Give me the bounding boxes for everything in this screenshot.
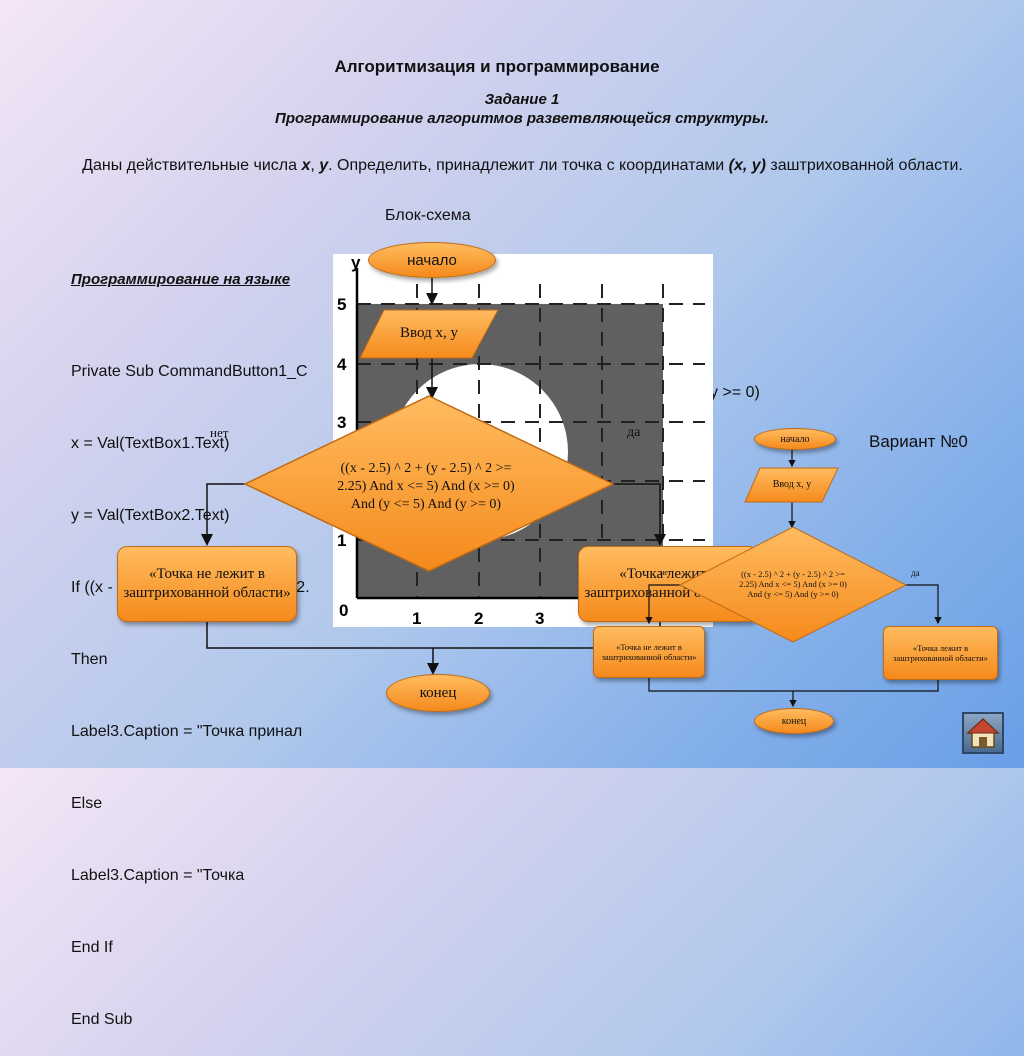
x-tick-label: 3	[535, 609, 544, 627]
code-line: Else	[71, 795, 103, 812]
mini-flow-connectors	[645, 448, 942, 708]
x-tick-label: 2	[474, 609, 483, 627]
code-line: Private Sub CommandButton1_C	[71, 363, 308, 380]
mini-yes-label: да	[911, 568, 920, 578]
cond-coords: (x, y)	[728, 157, 766, 174]
y-tick-label: 3	[337, 413, 346, 432]
yes-label: да	[627, 425, 641, 440]
condition-text: ((x - 2.5) ^ 2 + (y - 2.5) ^ 2 >= 2.25) …	[337, 461, 515, 512]
variant-label: Вариант №0	[869, 432, 968, 451]
code-line: Label3.Caption = "Точка	[71, 867, 245, 884]
task-number: Задание 1	[484, 91, 560, 108]
x-tick-label: 1	[412, 609, 421, 627]
code-line: End Sub	[71, 1011, 133, 1028]
code-line: Then	[71, 651, 108, 668]
vb-heading: Программирование на языке	[71, 271, 291, 288]
mini-result-in-area: «Точка лежит в заштрихованной области»	[883, 626, 998, 680]
mini-start-terminal: начало	[754, 428, 836, 450]
no-label: нет	[210, 425, 229, 440]
mini-no-label: нет	[660, 568, 672, 577]
mini-end-label: конец	[781, 715, 807, 727]
slide-title: Алгоритмизация и программирование	[334, 57, 660, 76]
end-terminal: конец	[386, 674, 490, 712]
mini-start-label: начало	[780, 433, 810, 445]
mini-result-not-in-area: «Точка не лежит в заштрихованной области…	[593, 626, 705, 678]
cond-y: y	[319, 157, 329, 174]
start-terminal: начало	[368, 242, 496, 278]
result-not-in-area: «Точка не лежит в заштрихованной области…	[117, 546, 297, 622]
mini-condition-diamond	[678, 526, 908, 643]
cond-x: x	[301, 157, 311, 174]
cond-part1: Даны действительные числа	[82, 157, 302, 174]
code-line: x = Val(TextBox1.Text)	[71, 435, 230, 452]
mini-end-terminal: конец	[754, 708, 834, 734]
y-tick-label: 1	[337, 531, 346, 550]
code-line: Label3.Caption = "Точка принал	[71, 723, 303, 740]
code-line: End If	[71, 939, 113, 956]
task-title: Программирование алгоритмов разветвляюще…	[275, 110, 769, 127]
end-label: конец	[419, 684, 457, 701]
mini-input-parallelogram	[744, 467, 839, 503]
y-axis-label: y	[351, 254, 361, 272]
cond-part2: . Определить, принадлежит ли точка с коо…	[328, 157, 729, 174]
home-button[interactable]	[962, 712, 1004, 754]
flowchart-title: Блок-схема	[385, 207, 471, 224]
problem-statement: Даны действительные числа x, y. Определи…	[55, 156, 990, 176]
home-icon	[966, 717, 1000, 748]
condition-diamond	[243, 395, 615, 572]
origin-label: 0	[339, 601, 348, 620]
mini-condition-text: ((x - 2.5) ^ 2 + (y - 2.5) ^ 2 >= 2.25) …	[739, 569, 847, 599]
input-parallelogram	[359, 309, 499, 359]
cond-part3: заштрихованной области.	[765, 157, 963, 174]
input-label: Ввод x, y	[400, 324, 458, 341]
mini-input-label: Ввод x, y	[772, 478, 812, 490]
y-tick-label: 5	[337, 295, 346, 314]
y-tick-label: 4	[337, 355, 347, 374]
code-tail: y >= 0)	[710, 384, 760, 401]
cond-comma: ,	[310, 157, 320, 174]
code-line: y = Val(TextBox2.Text)	[71, 507, 230, 524]
